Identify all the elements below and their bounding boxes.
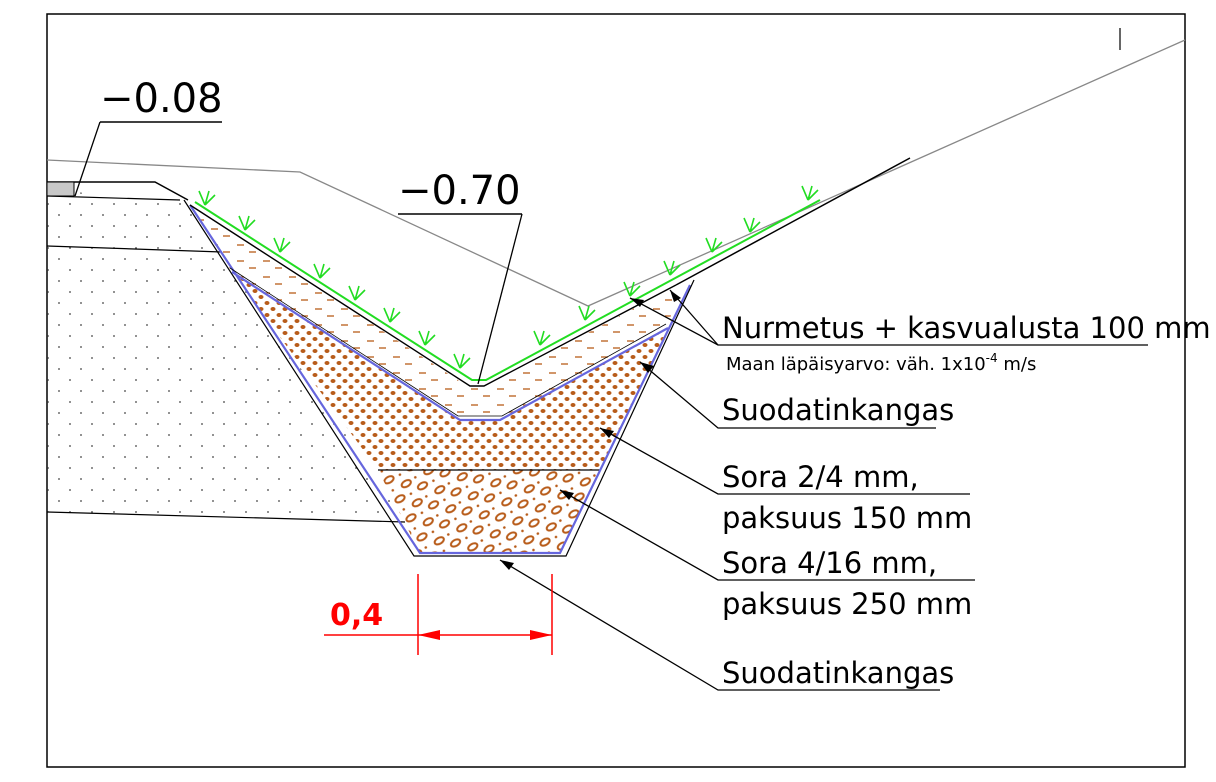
embankment-sand-area xyxy=(47,190,405,522)
fine-gravel-layer xyxy=(232,272,668,470)
label-geotextile-upper: Suodatinkangas xyxy=(722,393,954,427)
label-coarse-gravel-2: paksuus 250 mm xyxy=(722,587,972,621)
label-geotextile-lower: Suodatinkangas xyxy=(722,656,954,690)
label-fine-gravel-2: paksuus 150 mm xyxy=(722,501,972,535)
label-fine-gravel-1: Sora 2/4 mm, xyxy=(722,460,919,494)
width-dimension xyxy=(324,574,553,655)
elevation-left-label: −0.08 xyxy=(100,76,223,122)
grass-tufts xyxy=(198,185,819,369)
coarse-gravel-layer xyxy=(378,470,600,553)
topsoil-layer xyxy=(190,205,678,420)
excavation-line xyxy=(183,199,695,557)
ditch-surface-line xyxy=(189,204,677,387)
pavement-edge xyxy=(46,181,75,197)
dimension-value: 0,4 xyxy=(330,598,383,633)
elevation-center-leader xyxy=(477,213,523,385)
right-slope-line xyxy=(675,157,911,286)
geotextile-inner xyxy=(231,271,669,422)
original-terrain-line xyxy=(46,39,1186,307)
embankment-top-line xyxy=(47,181,189,201)
label-grass-topsoil: Nurmetus + kasvualusta 100 mm xyxy=(722,311,1211,345)
elevation-left-leader xyxy=(74,121,101,197)
dimension-arrow-left xyxy=(418,630,440,640)
callout-leaders xyxy=(499,289,1148,691)
label-permeability: Maan läpäisyarvo: väh. 1x10-4 m/s xyxy=(726,351,1036,375)
layer-line-3 xyxy=(46,511,406,523)
dimension-arrow-right xyxy=(530,630,552,640)
geotextile-outer xyxy=(189,204,691,555)
layer-line-1 xyxy=(46,195,181,201)
elevation-center-label: −0.70 xyxy=(398,168,521,214)
geotextile-inner-edge xyxy=(229,267,667,417)
layer-line-2 xyxy=(46,245,223,253)
callout-arrowheads xyxy=(500,290,681,570)
label-coarse-gravel-1: Sora 4/16 mm, xyxy=(722,546,937,580)
